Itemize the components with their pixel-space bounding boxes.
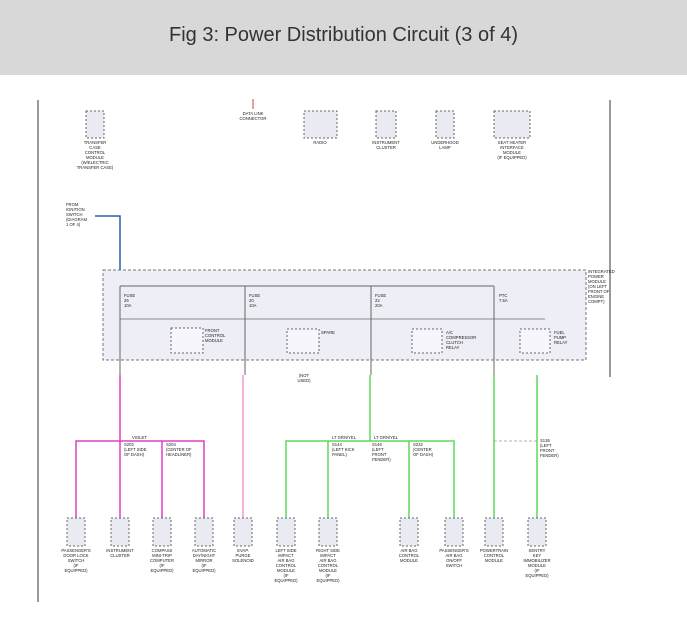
violet-circuit	[75, 375, 205, 518]
green-wire-label-2: LT GRN/YEL	[374, 435, 399, 440]
ptc-green-circuit	[493, 375, 538, 518]
figure-title: Fig 3: Power Distribution Circuit (3 of …	[168, 24, 518, 46]
front-control-module	[170, 327, 204, 354]
fuel-pump-relay	[519, 328, 551, 354]
spare-label: SPARE	[321, 330, 335, 335]
green-circuit	[285, 375, 455, 518]
green-wire-label-1: LT GRN/YEL	[332, 435, 357, 440]
figure-header: Fig 3: Power Distribution Circuit (3 of …	[0, 0, 687, 75]
spare-slot	[286, 328, 320, 354]
violet-wire-label: VIOLET	[132, 435, 147, 440]
top-component-radio: RADIO	[303, 110, 338, 145]
ignition-feed-wire	[95, 215, 121, 270]
ac-clutch-relay	[411, 328, 443, 354]
top-label-radio: RADIO	[313, 140, 327, 145]
